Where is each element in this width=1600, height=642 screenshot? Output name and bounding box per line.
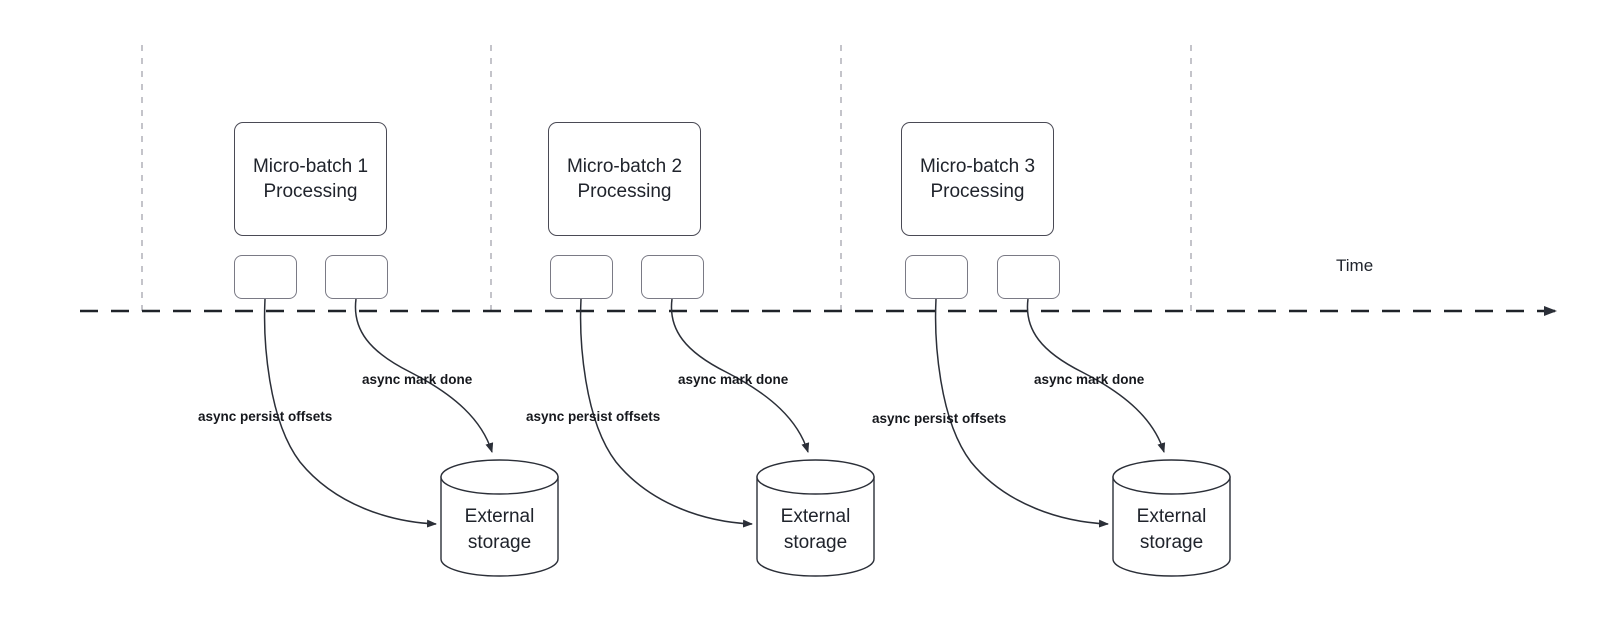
persist-offsets-label-3: async persist offsets [872,411,1007,426]
mark-done-label-2: async mark done [678,372,789,387]
persist-offsets-arrow-2 [579,298,753,528]
micro-batch-box-1[interactable]: Micro-batch 1 Processing [234,122,387,236]
offset-commit-box-2b[interactable] [641,255,704,299]
group-2-connectors [579,298,810,528]
persist-offsets-arrow-1 [263,298,437,528]
micro-batch-label-3: Micro-batch 3 Processing [919,156,1036,202]
external-storage-1[interactable]: External storage [441,462,558,577]
mark-done-arrow-3 [1026,298,1166,453]
external-storage-shape-1 [440,459,559,577]
offset-commit-box-2a[interactable] [550,255,613,299]
persist-offsets-label-1: async persist offsets [198,409,333,424]
offset-commit-box-3b[interactable] [997,255,1060,299]
mark-done-arrow-1 [354,298,494,453]
batch-boundary-guides [141,45,1192,312]
external-storage-label-2: External storage [780,506,851,553]
group-1-connectors [263,298,494,528]
offset-commit-box-1b[interactable] [325,255,388,299]
mark-done-label-3: async mark done [1034,372,1145,387]
micro-batch-label-1: Micro-batch 1 Processing [252,156,369,202]
external-storage-label-3: External storage [1136,506,1207,553]
offset-commit-box-3a[interactable] [905,255,968,299]
mark-done-arrow-2 [670,298,810,453]
micro-batch-box-2[interactable]: Micro-batch 2 Processing [548,122,701,236]
external-storage-2[interactable]: External storage [757,462,874,577]
offset-commit-box-1a[interactable] [234,255,297,299]
time-axis-label: Time [1336,256,1374,275]
mark-done-label-1: async mark done [362,372,473,387]
group-3-connectors [934,298,1166,528]
persist-offsets-label-2: async persist offsets [526,409,661,424]
external-storage-shape-2 [756,459,875,577]
external-storage-shape-3 [1112,459,1231,577]
micro-batch-box-3[interactable]: Micro-batch 3 Processing [901,122,1054,236]
micro-batch-label-2: Micro-batch 2 Processing [566,156,683,202]
external-storage-3[interactable]: External storage [1113,462,1230,577]
external-storage-label-1: External storage [464,506,535,553]
persist-offsets-arrow-3 [934,298,1109,528]
